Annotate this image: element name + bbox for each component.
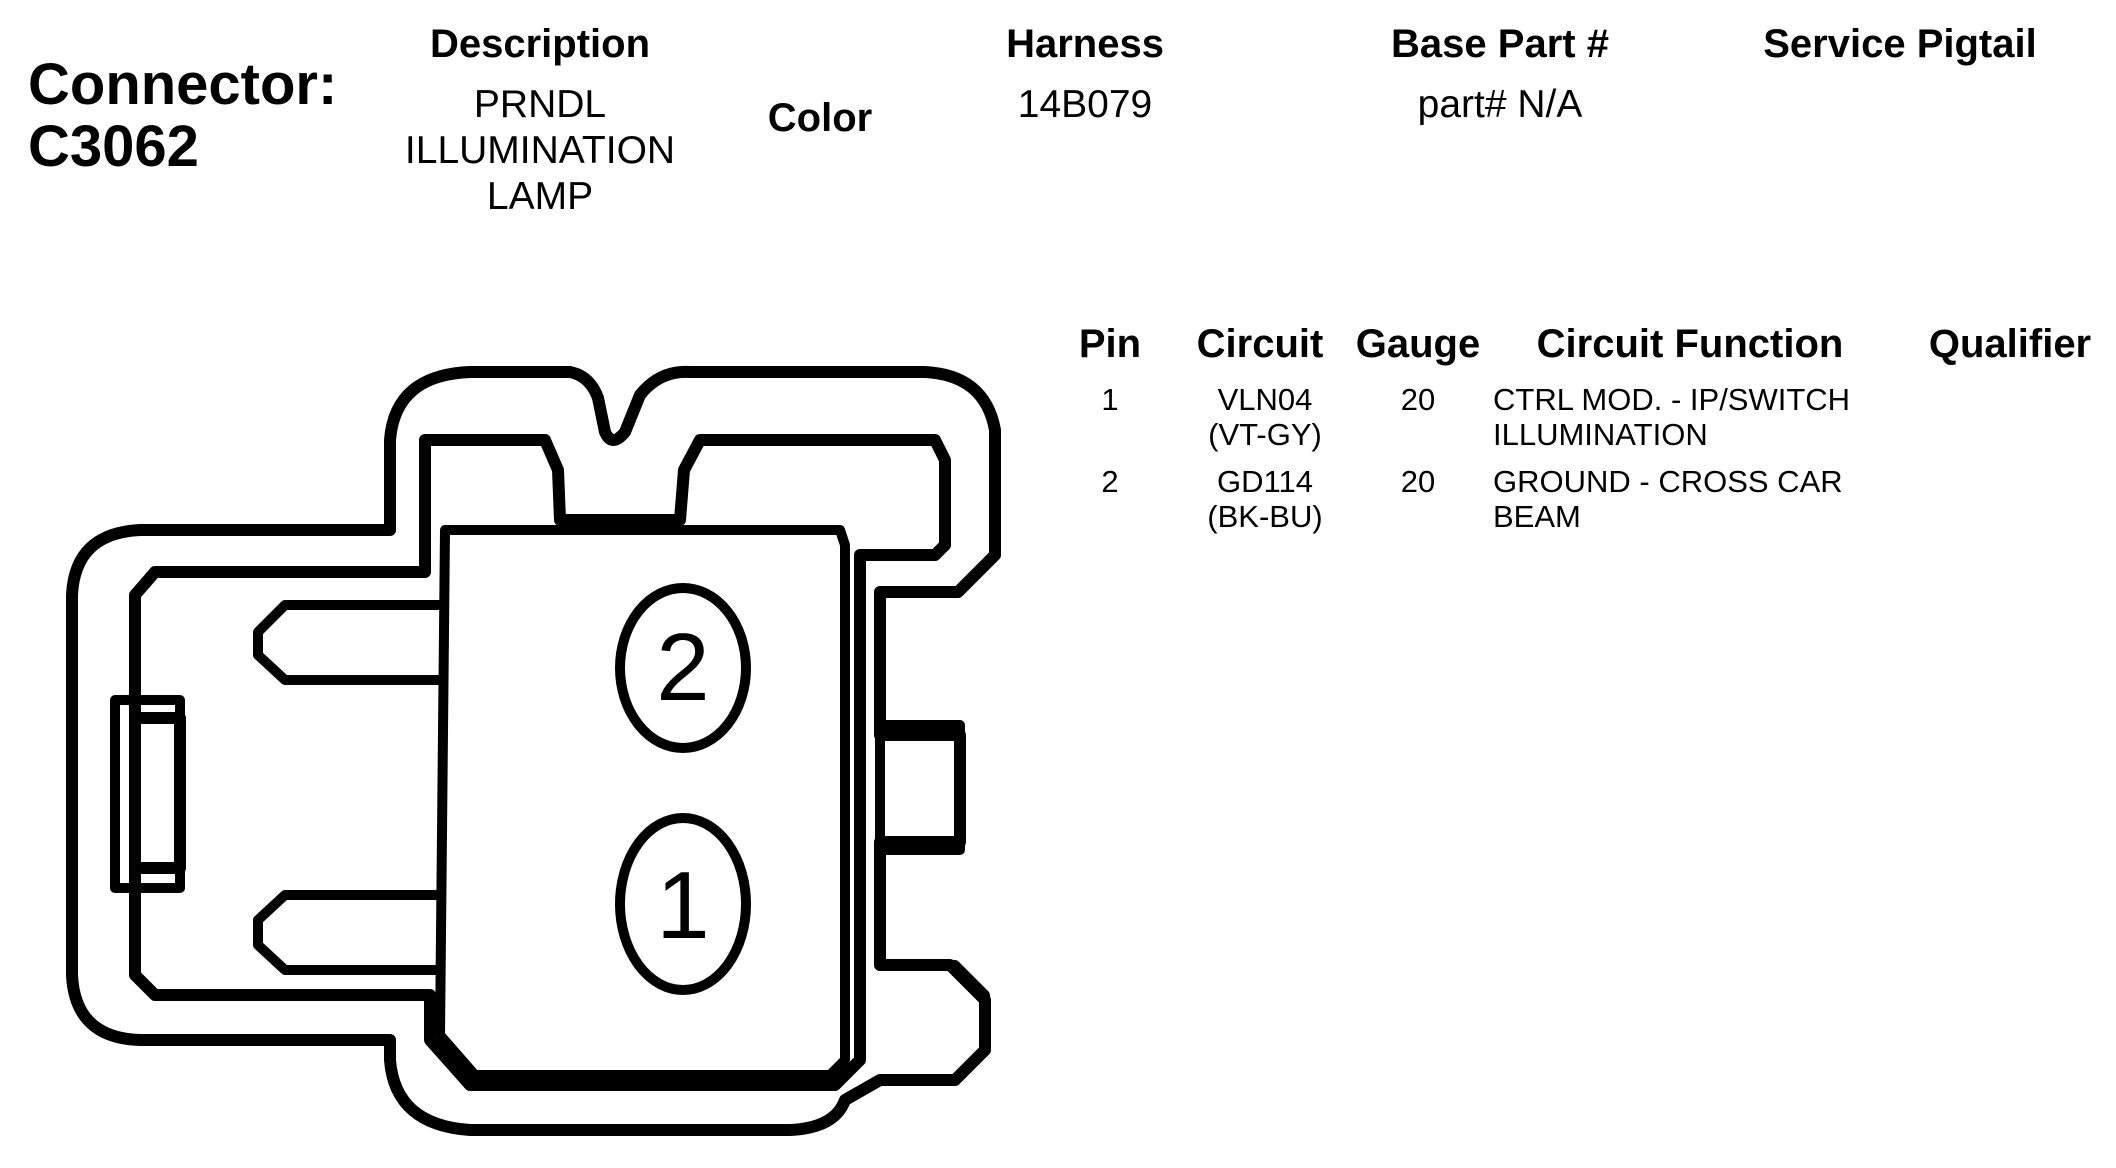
connector-label: Connector: (28, 52, 338, 117)
left-lock-tab-inner (110, 695, 185, 893)
col-pin: Pin (1078, 322, 1142, 366)
row1-circuit: VLN04 (VT-GY) (1208, 382, 1322, 452)
col-qualifier: Qualifier (1928, 322, 2092, 366)
pin-label-2: 2 (656, 614, 709, 721)
color-header: Color (767, 96, 873, 140)
right-tab-upper (875, 720, 965, 855)
description-value: PRNDL ILLUMINATION LAMP (404, 83, 676, 218)
pin-cavity-1: 1 (615, 813, 751, 995)
row2-gauge: 20 (1400, 464, 1436, 499)
row2-function: GROUND - CROSS CAR BEAM (1493, 464, 1843, 534)
pin-label-1: 1 (656, 852, 709, 959)
connector-id: C3062 (28, 114, 199, 179)
latch-finger-upper (253, 600, 445, 685)
base-part-value: part# N/A (1417, 83, 1583, 126)
right-tab-lower (875, 960, 990, 1085)
description-header: Description (429, 22, 651, 66)
col-gauge: Gauge (1355, 322, 1481, 366)
harness-value: 14B079 (1017, 83, 1153, 126)
left-lock-tab (129, 712, 186, 874)
row2-pin: 2 (1101, 464, 1119, 499)
harness-header: Harness (1006, 22, 1164, 66)
latch-finger-lower (253, 890, 445, 975)
col-circuit: Circuit (1196, 322, 1324, 366)
row2-circuit: GD114 (BK-BU) (1207, 464, 1323, 534)
connector-title: Connector: C3062 (28, 54, 337, 178)
housing-inner-outline (129, 434, 951, 1091)
row1-function: CTRL MOD. - IP/SWITCH ILLUMINATION (1493, 382, 1851, 452)
pin-table: Pin Circuit Gauge Circuit Function Quali… (1070, 322, 2110, 562)
service-pigtail-header: Service Pigtail (1763, 22, 2037, 66)
pin-cavity-2: 2 (615, 583, 751, 753)
housing-outer-outline (66, 365, 1001, 1136)
connector-face-diagram: 2 1 (66, 365, 1001, 1136)
row1-gauge: 20 (1400, 382, 1436, 417)
col-circuit-function: Circuit Function (1536, 322, 1844, 366)
terminal-cavity-block (435, 525, 850, 1080)
base-part-header: Base Part # (1391, 22, 1609, 66)
row1-pin: 1 (1101, 382, 1119, 417)
